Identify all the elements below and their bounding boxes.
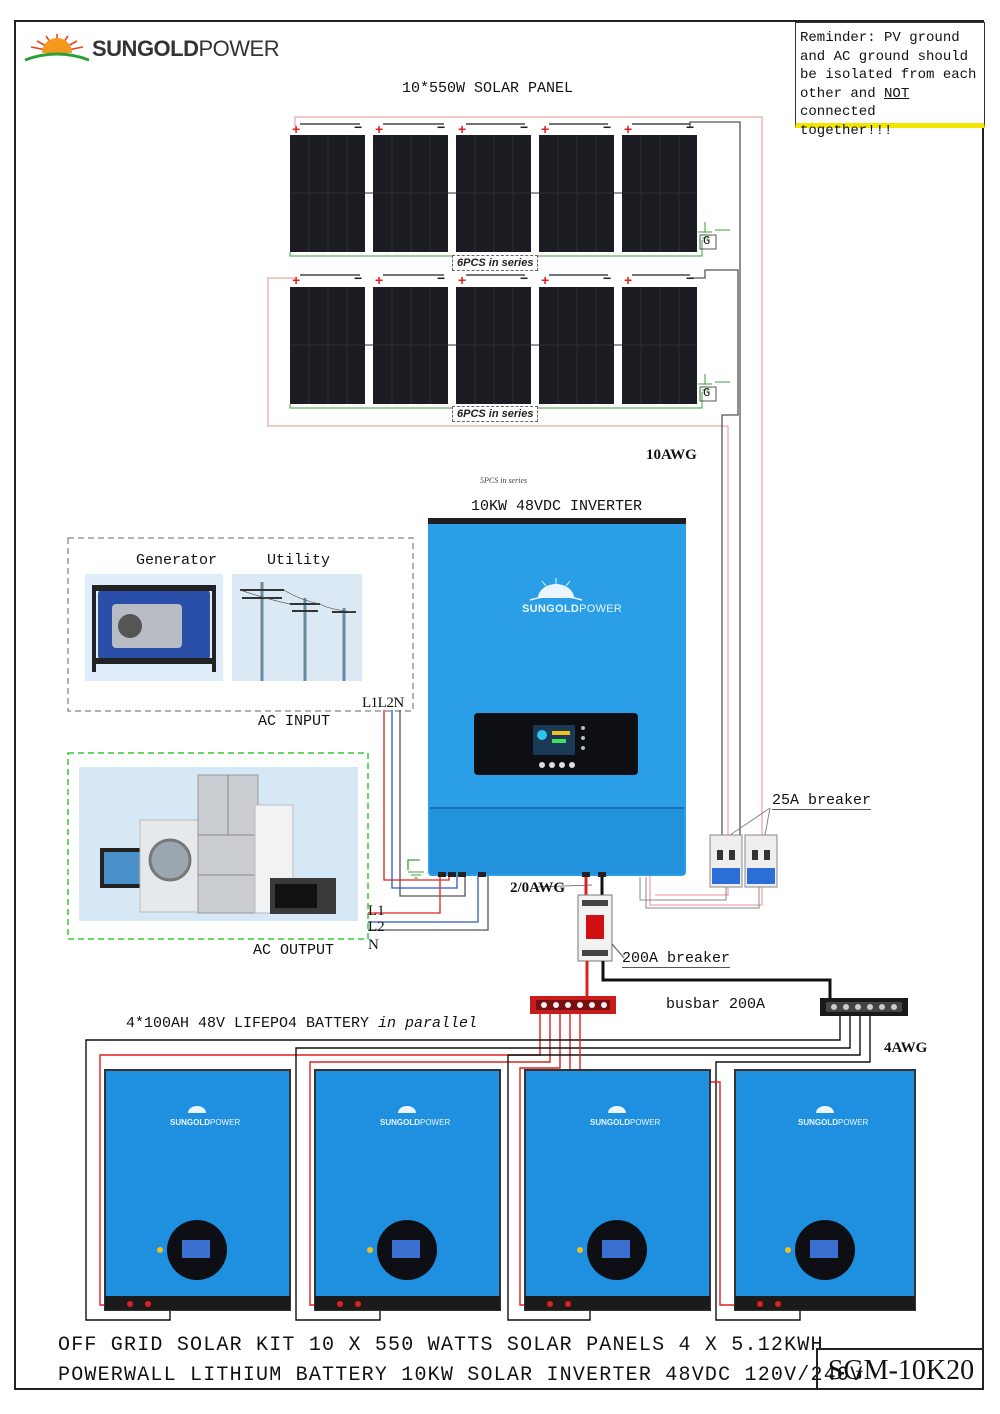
generator-label: Generator [136,552,218,569]
battery-logo: SUNGOLDPOWER [798,1118,868,1127]
brand-name-bold: SUNGOLD [92,36,199,61]
reminder-emphasis: NOT [884,85,910,102]
ac-output-n: N [368,937,379,953]
battery-logo-thin: POWER [838,1118,869,1127]
sun-logo-icon [24,34,90,62]
battery-logo-bold: SUNGOLD [170,1118,210,1127]
svg-text:−: − [520,119,528,135]
inverter-body [428,518,686,876]
svg-text:−: − [354,270,362,286]
svg-text:−: − [603,119,611,135]
svg-text:−: − [686,119,694,135]
battery-display-icon [157,1220,855,1280]
generator-image [85,574,223,681]
battery-logo-bold: SUNGOLD [380,1118,420,1127]
breaker-icon [709,834,778,888]
battery-logo: SUNGOLDPOWER [170,1118,240,1127]
ac-output-l1: L1 [368,903,385,919]
footer-title-line2: POWERWALL LITHIUM BATTERY 10KW SOLAR INV… [58,1364,864,1387]
svg-text:−: − [437,270,445,286]
busbar-label: busbar 200A [666,996,766,1013]
string-label: 6PCS in series [452,406,539,422]
svg-text:−: − [520,270,528,286]
battery-logo: SUNGOLDPOWER [590,1118,660,1127]
breaker-icon [577,894,613,962]
reminder-text: other and [800,85,885,102]
appliances-image [79,767,358,921]
svg-text:−: − [354,119,362,135]
ac-input-title: AC INPUT [258,713,331,730]
string-label: 6PCS in series [452,255,539,271]
inverter-logo: SUNGOLDPOWER [522,603,622,615]
battery-title-main: 4*100AH 48V LIFEPO4 BATTERY [126,1015,379,1032]
reminder-line: other and NOT connected [800,85,980,122]
svg-text:+: + [624,272,632,288]
battery-logo-thin: POWER [420,1118,451,1127]
battery-title-parallel: in parallel [378,1015,478,1032]
busbar-icon [530,996,908,1016]
reminder-line: be isolated from each [800,67,977,83]
inverter-logo-bold: SUNGOLD [522,603,580,615]
svg-text:+: + [541,121,549,137]
pv-breaker-label: 25A breaker [772,792,872,810]
battery-breaker-label: 200A breaker [622,950,731,968]
reminder-line: together!!! [800,122,893,139]
battery-logo-bold: SUNGOLD [590,1118,630,1127]
utility-label: Utility [267,552,331,569]
reminder-line: Reminder: PV ground [800,30,960,46]
battery-logo-thin: POWER [630,1118,661,1127]
sun-logo-icon [529,578,583,601]
reminder-line: and AC ground should [800,48,969,65]
inverter-note: 5PCS in series [480,476,528,485]
svg-text:−: − [437,119,445,135]
svg-text:+: + [375,272,383,288]
ground-label: G [703,234,711,248]
battery-logo: SUNGOLDPOWER [380,1118,450,1127]
ac-input-terminals: L1L2N [362,695,404,711]
reminder-text: connected [800,104,876,120]
battery-logo-bold: SUNGOLD [798,1118,838,1127]
reminder-note: Reminder: PV ground and AC ground should… [795,22,985,139]
battery-logo-thin: POWER [210,1118,241,1127]
ground-icon [698,222,730,391]
busbar-wire-gauge: 4AWG [884,1040,928,1056]
svg-text:+: + [292,121,300,137]
battery-unit [104,1069,916,1311]
inverter-title: 10KW 48VDC INVERTER [471,498,643,515]
svg-text:+: + [292,272,300,288]
battery-title: 4*100AH 48V LIFEPO4 BATTERY in parallel [126,1015,477,1032]
solar-panel-title: 10*550W SOLAR PANEL [402,80,574,97]
ground-label: G [703,386,711,400]
ac-output-title: AC OUTPUT [253,942,335,959]
svg-text:−: − [603,270,611,286]
inverter-display-icon [474,713,638,775]
svg-text:+: + [541,272,549,288]
footer-title-line1: OFF GRID SOLAR KIT 10 X 550 WATTS SOLAR … [58,1334,824,1357]
svg-text:+: + [375,121,383,137]
ac-output-l2: L2 [368,919,385,935]
pv-wire-gauge: 10AWG [646,447,697,463]
svg-text:+: + [458,121,466,137]
dc-wire-gauge: 2/0AWG [510,880,566,896]
brand-name-thin: POWER [198,36,280,61]
svg-text:+: + [624,121,632,137]
svg-text:−: − [686,270,694,286]
svg-text:+: + [458,272,466,288]
model-number: SGM-10K20 [816,1348,984,1390]
brand-logo: SUNGOLDPOWER [22,30,280,70]
utility-pole-image [232,574,362,681]
inverter-logo-thin: POWER [579,603,623,615]
drawing-frame [14,20,984,1390]
sun-logo-icon [188,1106,834,1113]
